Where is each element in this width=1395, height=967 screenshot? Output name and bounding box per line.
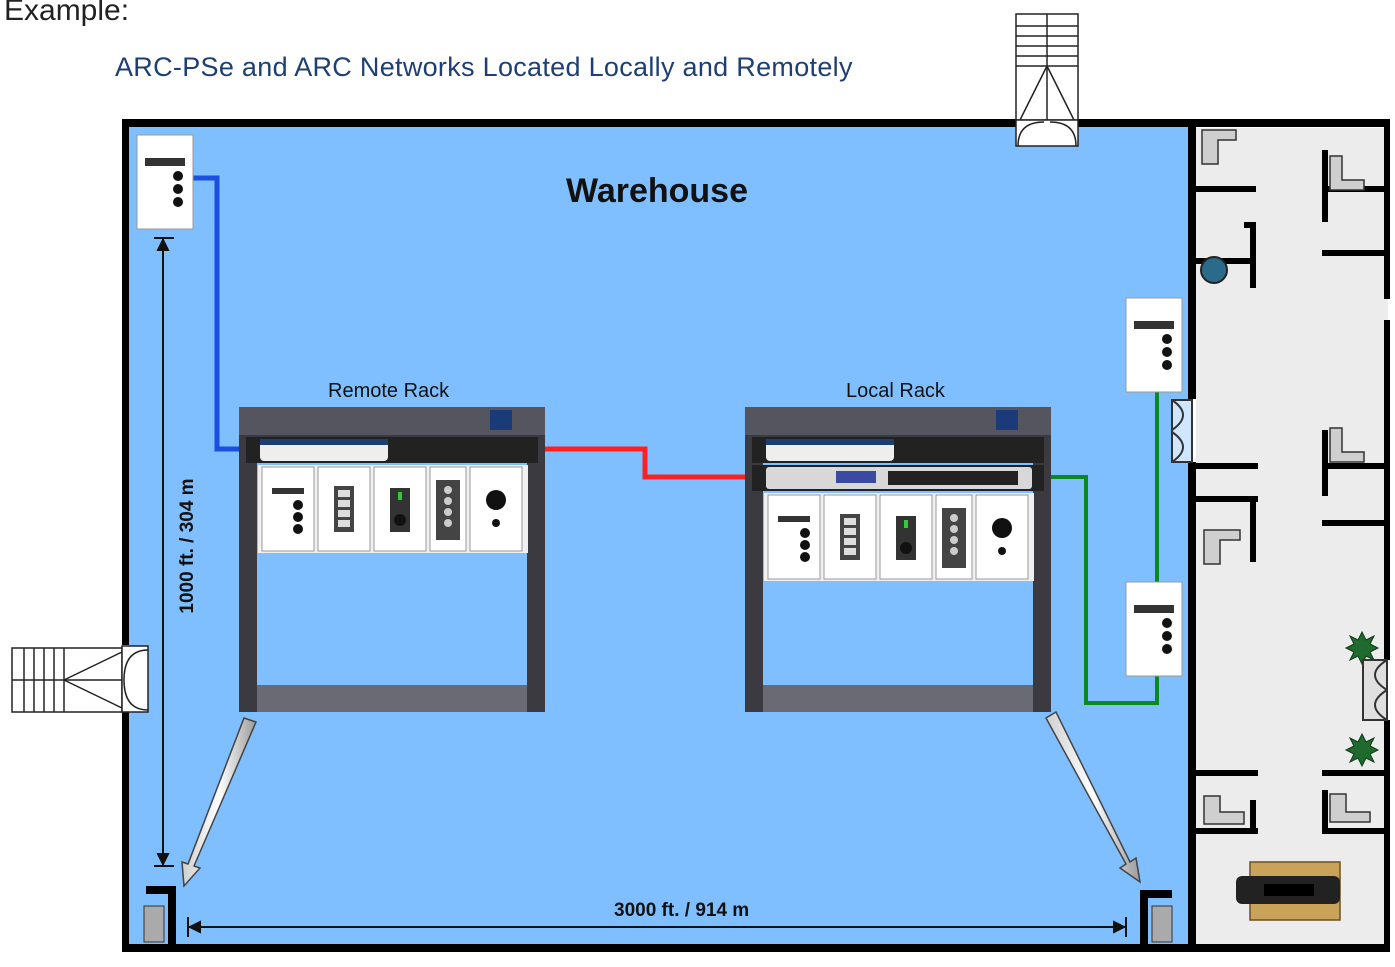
local-rack-label: Local Rack [846, 380, 945, 402]
blue-cable [193, 175, 246, 452]
red-cable [540, 446, 752, 480]
top-stairs [1015, 13, 1079, 147]
office-desks [1201, 129, 1371, 825]
office-plants [1344, 630, 1380, 768]
conference-table [1236, 861, 1341, 921]
remote-rack [239, 407, 545, 712]
wall-panel-top-left [136, 134, 194, 230]
remote-rack-label: Remote Rack [328, 380, 450, 402]
warehouse-title: Warehouse [566, 172, 749, 210]
wall-panel-right-upper [1125, 297, 1183, 393]
diagram-subtitle: ARC-PSe and ARC Networks Located Locally… [115, 52, 853, 82]
height-dimension [154, 237, 174, 867]
office-doors [1171, 399, 1388, 721]
example-heading: Example: [4, 0, 130, 27]
width-dimension-label: 3000 ft. / 914 m [614, 900, 750, 921]
trash-cans [143, 905, 1173, 943]
wall-panel-right-lower [1125, 581, 1183, 677]
green-cable-lower [1046, 475, 1159, 705]
height-dimension-label: 1000 ft. / 304 m [177, 478, 198, 614]
width-dimension [187, 917, 1127, 937]
office-stool [1200, 256, 1228, 284]
left-stairs [11, 645, 149, 713]
rack-arrows [181, 710, 1142, 888]
local-rack [745, 407, 1051, 712]
